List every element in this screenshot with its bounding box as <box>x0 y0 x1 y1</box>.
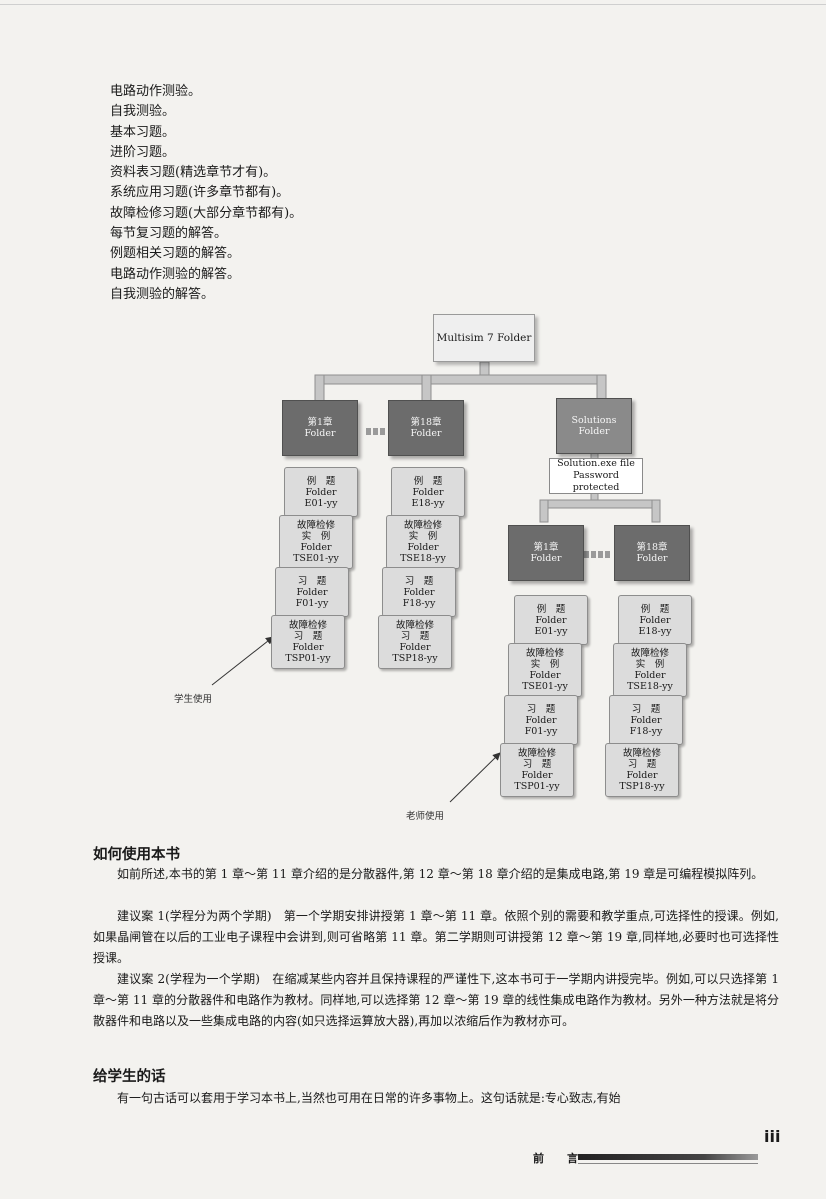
top-rule <box>0 4 826 5</box>
paragraph: 建议案 1(学程分为两个学期) 第一个学期安排讲授第 1 章～第 11 章。依照… <box>93 909 779 965</box>
solutions-chapter18-folder: 第18章 Folder <box>614 525 690 581</box>
footer-bar <box>578 1154 758 1160</box>
footer-label: 前 言 <box>533 1152 584 1165</box>
chapter18-folder: 第18章 Folder <box>388 400 464 456</box>
list-item: 电路动作测验的解答。 <box>110 266 241 282</box>
chapter1-folder: 第1章 Folder <box>282 400 358 456</box>
dash <box>373 428 378 435</box>
paragraph: 如前所述,本书的第 1 章～第 11 章介绍的是分散器件,第 12 章～第 18… <box>117 867 764 881</box>
page-number: iii <box>764 1127 781 1146</box>
connector <box>651 499 661 523</box>
dash <box>591 551 596 558</box>
connector <box>539 499 661 509</box>
dash <box>584 551 589 558</box>
dash <box>598 551 603 558</box>
root-folder: Multisim 7 Folder <box>433 314 535 362</box>
list-item: 进阶习题。 <box>110 144 176 160</box>
dash <box>380 428 385 435</box>
student-use-caption: 学生使用 <box>174 694 213 705</box>
connector <box>539 499 549 523</box>
dash <box>366 428 371 435</box>
folder-structure-diagram: Multisim 7 Folder 第1章 Folder 第18章 Folder… <box>160 305 692 835</box>
list-item: 电路动作测验。 <box>110 84 202 99</box>
solutions-chapter1-folder: 第1章 Folder <box>508 525 584 581</box>
list-item: 例题相关习题的解答。 <box>110 246 241 262</box>
section-heading: 如何使用本书 <box>93 847 180 863</box>
solutions-folder: Solutions Folder <box>556 398 632 454</box>
student-arrow <box>211 636 274 686</box>
paragraph: 有一句古话可以套用于学习本书上,当然也可用在日常的许多事物上。这句话就是:专心致… <box>117 1091 621 1105</box>
list-item: 故障检修习题(大部分章节都有)。 <box>110 205 303 221</box>
list-item: 系统应用习题(许多章节都有)。 <box>110 185 290 201</box>
solutions-file-label: Solution.exe file Password protected <box>549 458 643 494</box>
dash <box>605 551 610 558</box>
teacher-arrow <box>449 752 501 803</box>
connector <box>314 374 325 402</box>
list-item: 自我测验。 <box>110 104 176 120</box>
teacher-use-caption: 老师使用 <box>406 811 445 822</box>
list-item: 基本习题。 <box>110 124 176 140</box>
section-heading: 给学生的话 <box>93 1069 166 1085</box>
list-item: 自我测验的解答。 <box>110 286 215 302</box>
list-item: 资料表习题(精选章节才有)。 <box>110 165 277 181</box>
connector <box>421 374 432 402</box>
footer-rule <box>578 1163 758 1164</box>
paragraph: 建议案 2(学程为一个学期) 在缩减某些内容并且保持课程的严谨性下,这本书可于一… <box>93 972 779 1028</box>
list-item: 每节复习题的解答。 <box>110 226 228 242</box>
connector <box>314 374 606 385</box>
resource-list: 电路动作测验。 自我测验。 基本习题。 进阶习题。 资料表习题(精选章节才有)。… <box>110 82 302 305</box>
